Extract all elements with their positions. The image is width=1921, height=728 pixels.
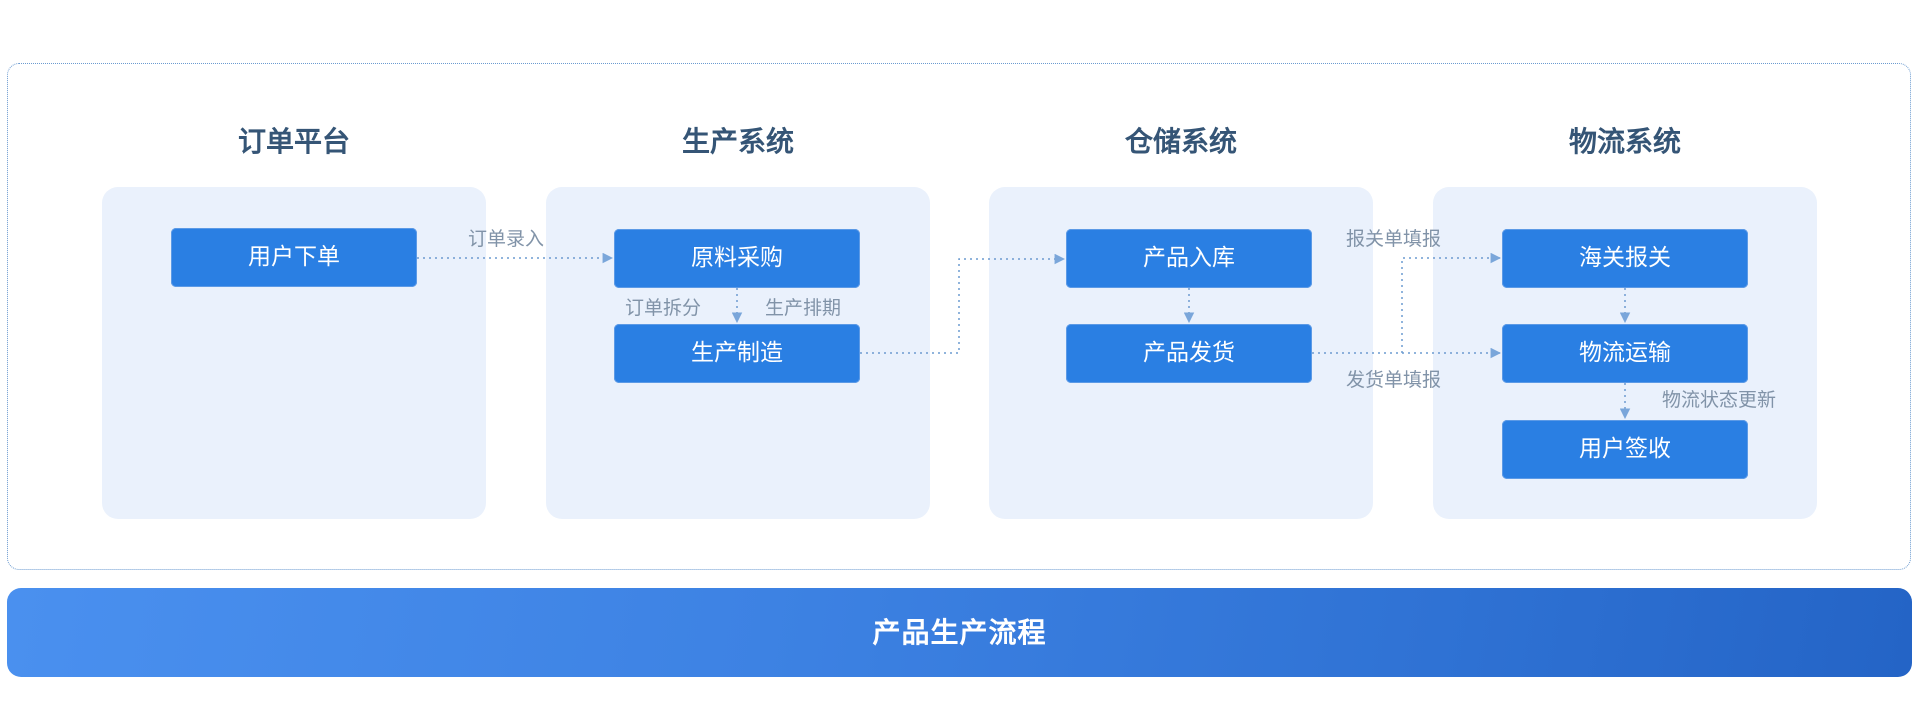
column-title-logistics-system: 物流系统 <box>1568 125 1681 158</box>
node-customs-declaration[interactable]: 海关报关 <box>1502 229 1748 288</box>
column-title-warehouse-system: 仓储系统 <box>1124 125 1237 158</box>
edge-label-order-split: 订单拆分 <box>625 297 702 319</box>
node-product-shipping[interactable]: 产品发货 <box>1066 324 1312 383</box>
edge-label-logistics-update: 物流状态更新 <box>1662 389 1777 411</box>
edge-label-order-entry: 订单录入 <box>468 228 545 250</box>
edge-label-production-schedule: 生产排期 <box>765 297 842 319</box>
column-title-production-system: 生产系统 <box>681 125 794 158</box>
node-material-purchase[interactable]: 原料采购 <box>614 229 860 288</box>
diagram-frame <box>7 63 1911 570</box>
node-logistics-transport[interactable]: 物流运输 <box>1502 324 1748 383</box>
edge-label-shipping-form: 发货单填报 <box>1346 369 1442 391</box>
edge-label-customs-form: 报关单填报 <box>1346 228 1442 250</box>
node-stock-in[interactable]: 产品入库 <box>1066 229 1312 288</box>
process-banner: 产品生产流程 <box>7 588 1912 677</box>
node-user-signoff[interactable]: 用户签收 <box>1502 420 1748 479</box>
node-manufacturing[interactable]: 生产制造 <box>614 324 860 383</box>
column-title-order-platform: 订单平台 <box>237 125 350 158</box>
node-user-order[interactable]: 用户下单 <box>171 228 417 287</box>
